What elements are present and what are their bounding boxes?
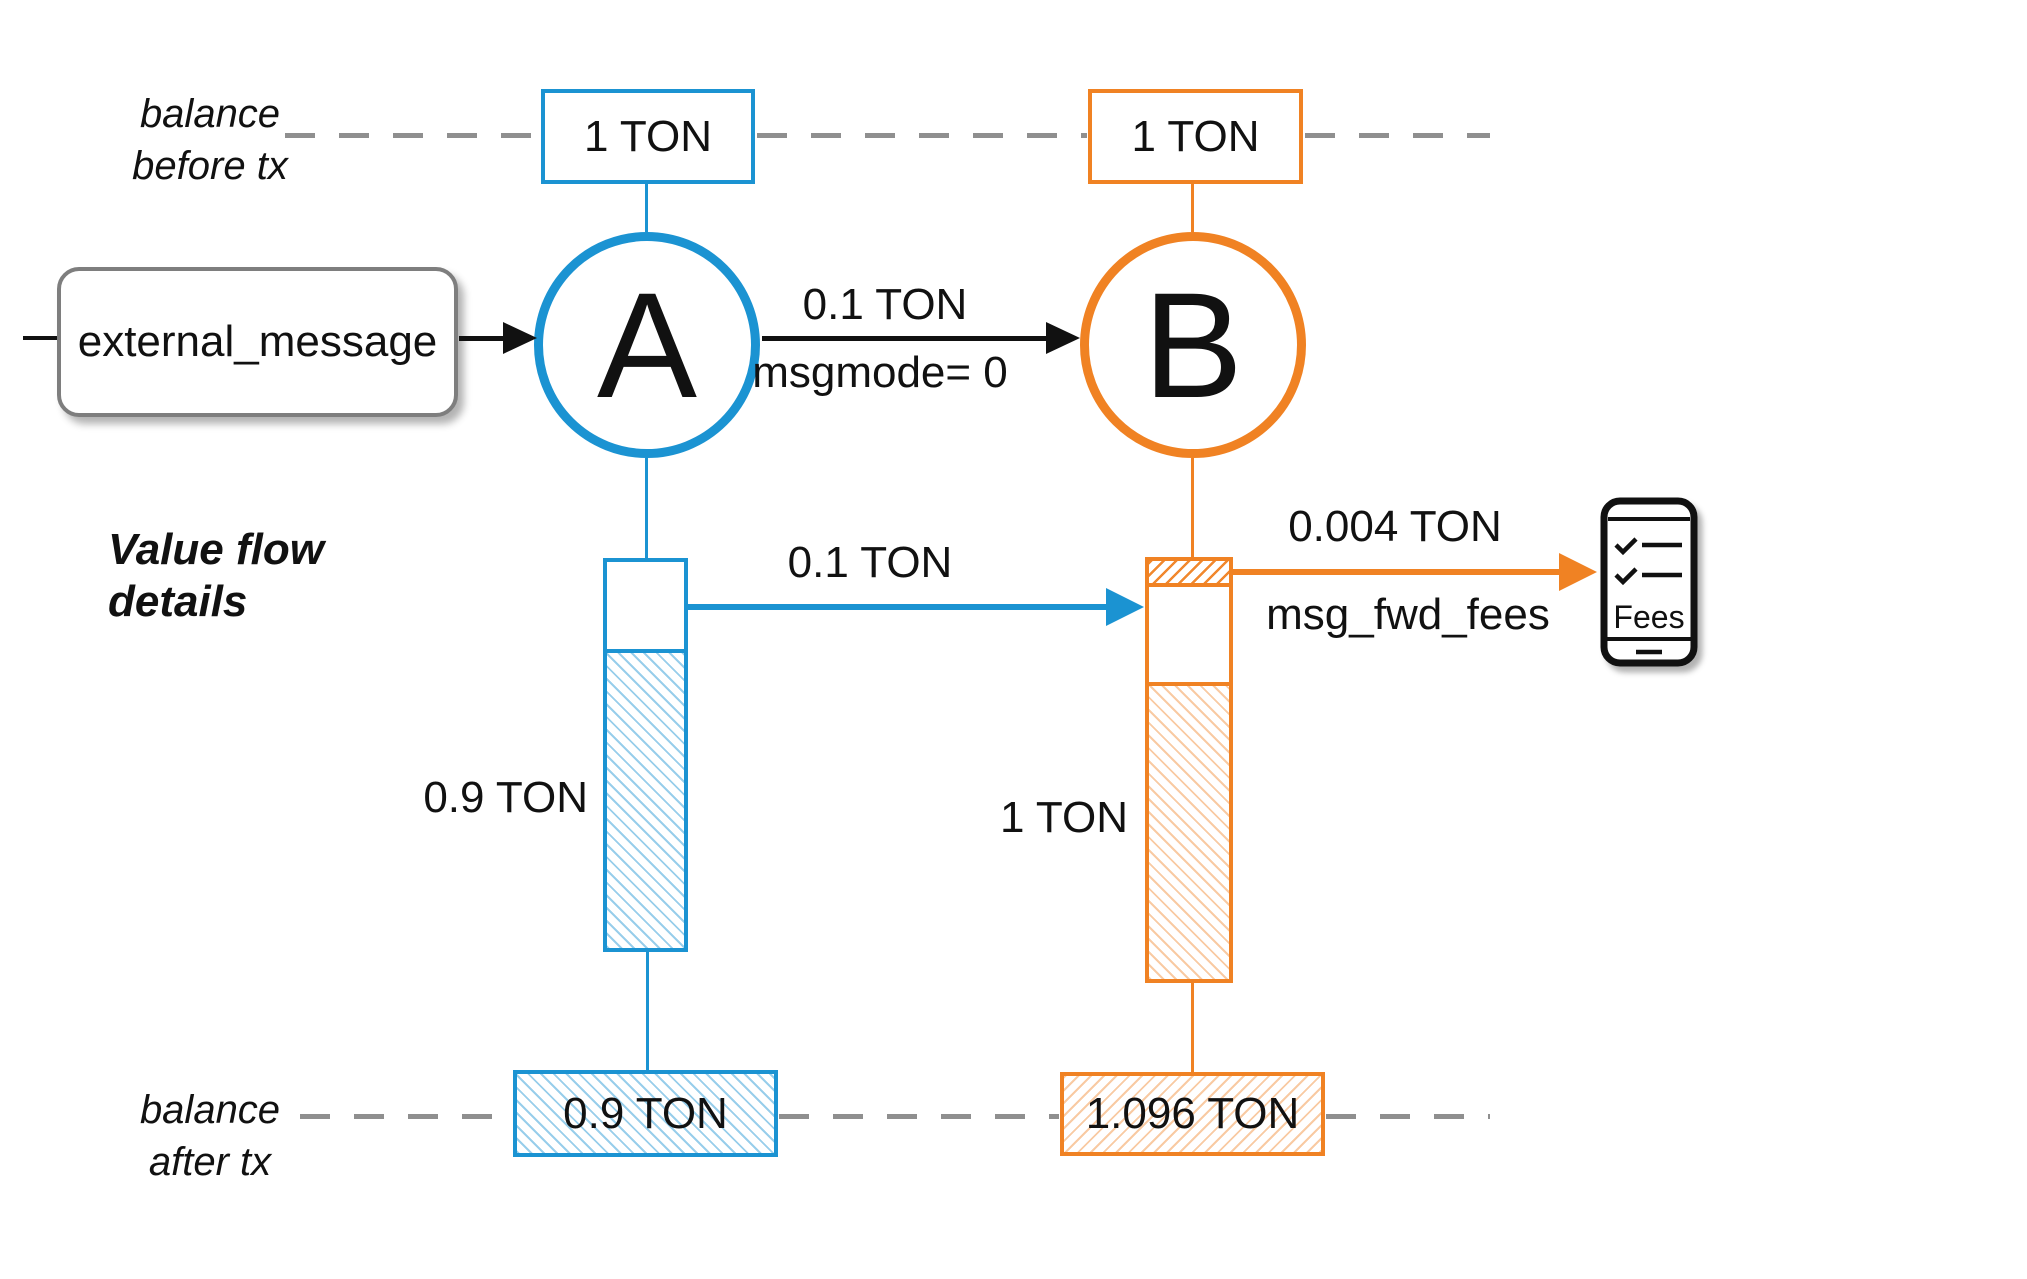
dashed-line-before-right (1305, 133, 1490, 138)
balance-after-line2: after tx (148, 1140, 272, 1184)
value-flow-line2: details (108, 577, 248, 626)
connector-bar-b-to-after-box (1191, 983, 1194, 1072)
balance-before-label: balance before tx (60, 88, 360, 192)
dashed-line-after-left (300, 1114, 512, 1119)
balance-after-value-b: 1.096 TON (1085, 1089, 1300, 1138)
bar-b-amount-label: 1 TON (1000, 793, 1128, 842)
balance-after-label: balance after tx (60, 1084, 360, 1188)
balance-before-line2: before tx (132, 144, 288, 188)
account-a-letter: A (596, 260, 698, 429)
bar-a-amount-label: 0.9 TON (423, 773, 588, 822)
external-message-label: external_message (77, 317, 438, 366)
balance-before-value-a: 1 TON (584, 111, 712, 161)
balance-after-box-a: 0.9 TON (513, 1070, 778, 1157)
fee-arrowhead (1559, 553, 1597, 591)
balance-after-line1: balance (139, 1088, 281, 1132)
fees-icon-body (1600, 497, 1698, 667)
connector-box-to-b (1191, 184, 1194, 232)
balance-after-value-a: 0.9 TON (563, 1088, 728, 1138)
balance-before-line1: balance (139, 92, 281, 136)
bar-b-original-segment (1145, 682, 1233, 983)
value-flow-line1: Value flow (108, 525, 324, 574)
checkmark-icon (1614, 567, 1638, 586)
balance-before-value-b: 1 TON (1131, 111, 1260, 161)
connector-box-to-a (645, 184, 648, 232)
transfer-amount-label: 0.1 TON (787, 538, 953, 587)
fee-amount-label: 0.004 TON (1288, 502, 1502, 551)
account-b-letter: B (1142, 260, 1244, 429)
connector-bar-a-to-after-box (646, 952, 649, 1070)
external-message-box: external_message (57, 267, 458, 417)
fees-icon-label: Fees (1613, 599, 1684, 635)
message-mode-label: msgmode= 0 (752, 348, 1008, 397)
checkmark-icon (1614, 537, 1638, 556)
message-arrowhead (1046, 322, 1080, 354)
fee-arrow-line (1233, 569, 1561, 575)
balance-before-box-b: 1 TON (1088, 89, 1303, 184)
account-b-node: B (1080, 232, 1306, 458)
bar-a-kept-segment (603, 649, 688, 952)
dashed-line-after-middle (779, 1114, 1059, 1119)
value-transfer-arrowhead (1106, 588, 1144, 626)
fee-name-label: msg_fwd_fees (1266, 590, 1550, 639)
external-connector-line (23, 336, 57, 340)
external-message-arrow-line (459, 336, 507, 341)
value-transfer-arrow-line (688, 604, 1108, 610)
connector-b-to-bar (1191, 458, 1194, 557)
bar-b-incoming-segment (1145, 583, 1233, 686)
balance-before-box-a: 1 TON (541, 89, 755, 184)
connector-a-to-bar (645, 458, 648, 558)
dashed-line-before-left (285, 133, 540, 138)
balance-after-box-b: 1.096 TON (1060, 1072, 1325, 1156)
dashed-line-after-right (1326, 1114, 1490, 1119)
account-a-node: A (534, 232, 760, 458)
dashed-line-before-middle (757, 133, 1087, 138)
message-arrow-line (762, 336, 1048, 341)
message-amount-label: 0.1 TON (802, 280, 968, 329)
value-flow-details-label: Value flow details (108, 524, 324, 628)
bar-a-outgoing-segment (603, 558, 688, 653)
fees-icon: Fees (1600, 497, 1698, 667)
external-message-arrowhead (503, 322, 537, 354)
